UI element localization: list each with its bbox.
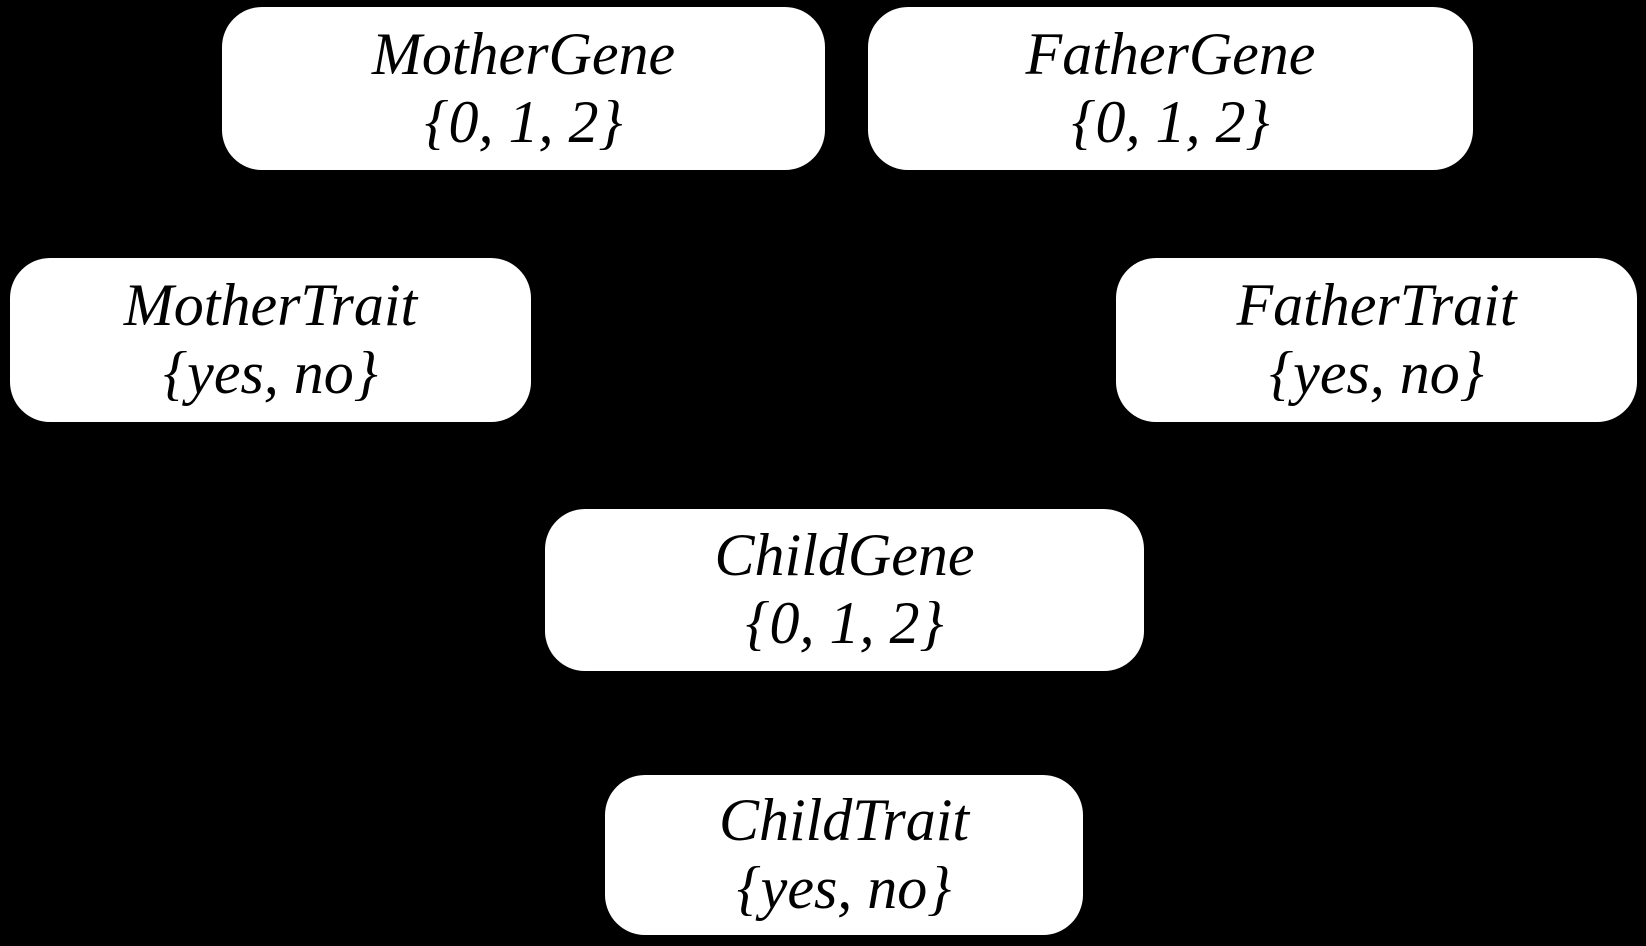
node-mother-gene-label: MotherGene — [371, 20, 676, 87]
node-child-gene-domain: {0, 1, 2} — [745, 590, 944, 656]
node-mother-gene: MotherGene {0, 1, 2} — [222, 7, 825, 170]
node-father-gene-label: FatherGene — [1025, 20, 1316, 87]
node-father-trait-domain: {yes, no} — [1269, 340, 1484, 406]
node-child-gene: ChildGene {0, 1, 2} — [545, 509, 1144, 671]
node-father-trait: FatherTrait {yes, no} — [1116, 258, 1637, 422]
node-father-gene-domain: {0, 1, 2} — [1071, 88, 1270, 155]
node-mother-trait-label: MotherTrait — [123, 272, 418, 339]
node-mother-trait: MotherTrait {yes, no} — [10, 258, 531, 422]
node-child-trait-label: ChildTrait — [718, 787, 970, 854]
node-child-gene-label: ChildGene — [714, 522, 975, 589]
node-father-trait-label: FatherTrait — [1236, 272, 1517, 339]
node-mother-gene-domain: {0, 1, 2} — [424, 88, 623, 155]
node-mother-trait-domain: {yes, no} — [163, 340, 378, 406]
node-child-trait: ChildTrait {yes, no} — [605, 775, 1083, 935]
node-father-gene: FatherGene {0, 1, 2} — [868, 7, 1473, 170]
node-child-trait-domain: {yes, no} — [736, 855, 952, 921]
